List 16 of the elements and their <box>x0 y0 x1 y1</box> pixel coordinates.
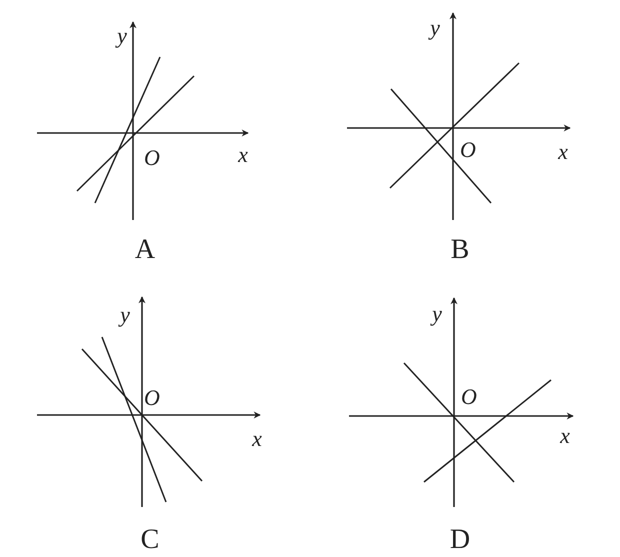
axis-label: x <box>558 141 568 163</box>
origin-label: O <box>461 386 477 408</box>
axis-label: y <box>432 303 442 325</box>
axis-label: x <box>238 144 248 166</box>
axis-label: y <box>430 17 440 39</box>
origin-label: O <box>460 139 476 161</box>
axis-label: y <box>120 304 130 326</box>
axis-label: y <box>117 25 127 47</box>
option-label: C <box>140 526 160 554</box>
option-label: A <box>134 236 156 264</box>
origin-label: O <box>144 387 160 409</box>
origin-label: O <box>144 147 160 169</box>
axis-label: x <box>252 428 262 450</box>
option-label: D <box>450 526 470 554</box>
option-label: B <box>450 236 470 264</box>
axis-label: x <box>560 425 570 447</box>
